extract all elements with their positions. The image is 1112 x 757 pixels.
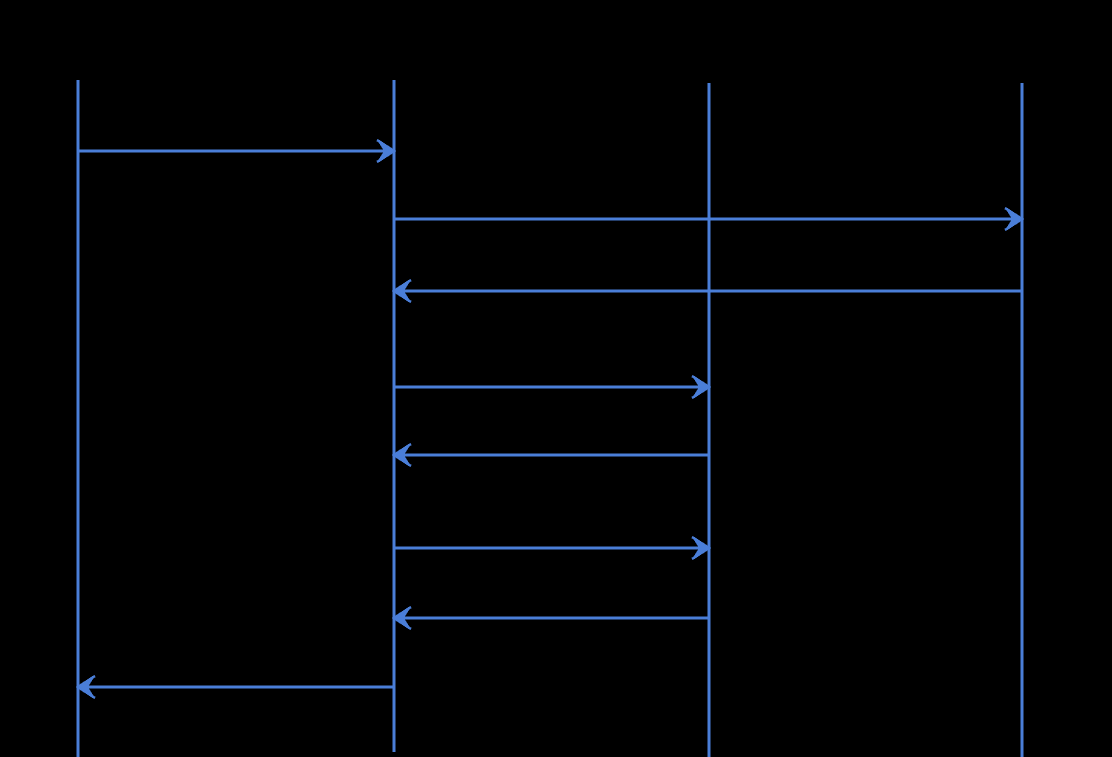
arrowhead-fill-1	[379, 143, 394, 159]
message-arrow[interactable]	[394, 535, 712, 561]
arrowhead-fill-5	[394, 447, 409, 463]
message-arrow[interactable]	[391, 442, 709, 468]
message-arrow[interactable]	[394, 206, 1025, 232]
arrowhead-fill-2	[1007, 211, 1022, 227]
lifelines-group	[76, 80, 1024, 757]
arrowhead-fill-7	[394, 610, 409, 626]
message-arrow[interactable]	[394, 374, 712, 400]
arrowhead-fill-3	[394, 283, 409, 299]
message-arrow[interactable]	[78, 138, 397, 164]
message-arrow[interactable]	[391, 278, 1022, 304]
arrowhead-fill-4	[694, 379, 709, 395]
message-arrow[interactable]	[75, 674, 394, 700]
message-arrow[interactable]	[391, 605, 709, 631]
messages-group	[75, 138, 1025, 700]
arrowhead-fill-8	[78, 679, 93, 695]
arrowhead-fill-6	[694, 540, 709, 556]
